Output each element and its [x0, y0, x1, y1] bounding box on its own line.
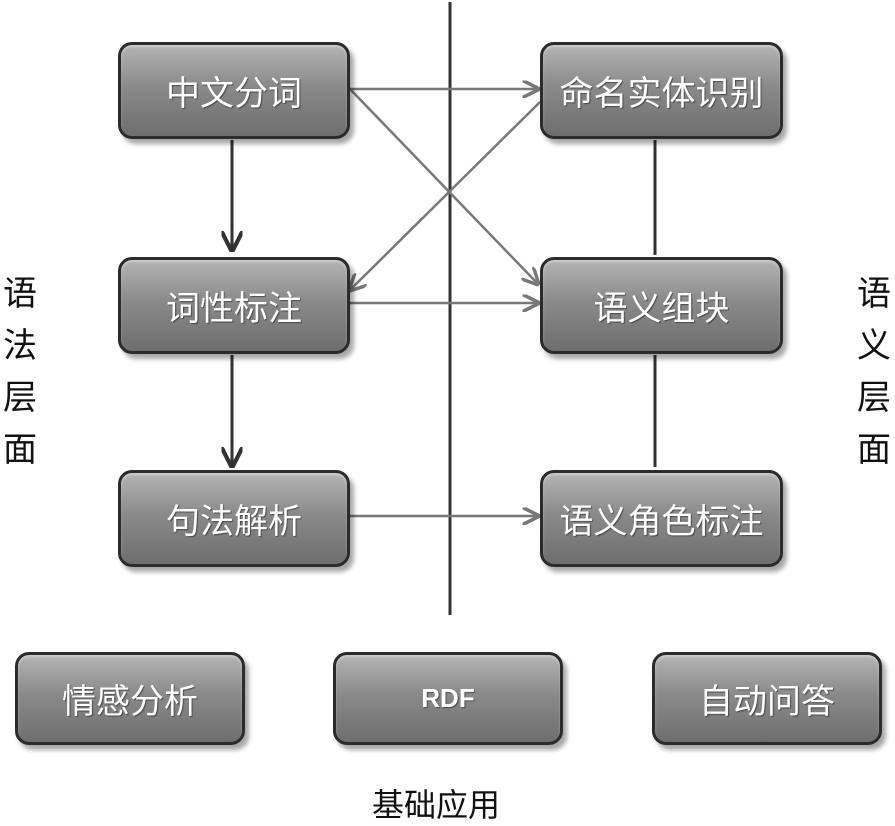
label-syntax-level: 语 法 层 面 — [3, 274, 37, 470]
node-qa: 自动问答 — [652, 652, 882, 745]
node-parsing: 句法解析 — [118, 470, 350, 567]
node-sentiment: 情感分析 — [15, 652, 245, 745]
label-semantic-level: 语 义 层 面 — [857, 274, 891, 470]
node-ner: 命名实体识别 — [540, 42, 783, 139]
edge-segmentation-to-chunk — [349, 88, 538, 284]
node-rdf: RDF — [333, 652, 563, 745]
node-segmentation: 中文分词 — [118, 42, 350, 139]
label-basic-apps: 基础应用 — [372, 786, 501, 824]
edge-ner-to-pos — [350, 101, 541, 290]
node-srl: 语义角色标注 — [540, 470, 783, 567]
node-pos-tagging: 词性标注 — [118, 257, 350, 354]
node-semantic-chunk: 语义组块 — [540, 257, 783, 354]
